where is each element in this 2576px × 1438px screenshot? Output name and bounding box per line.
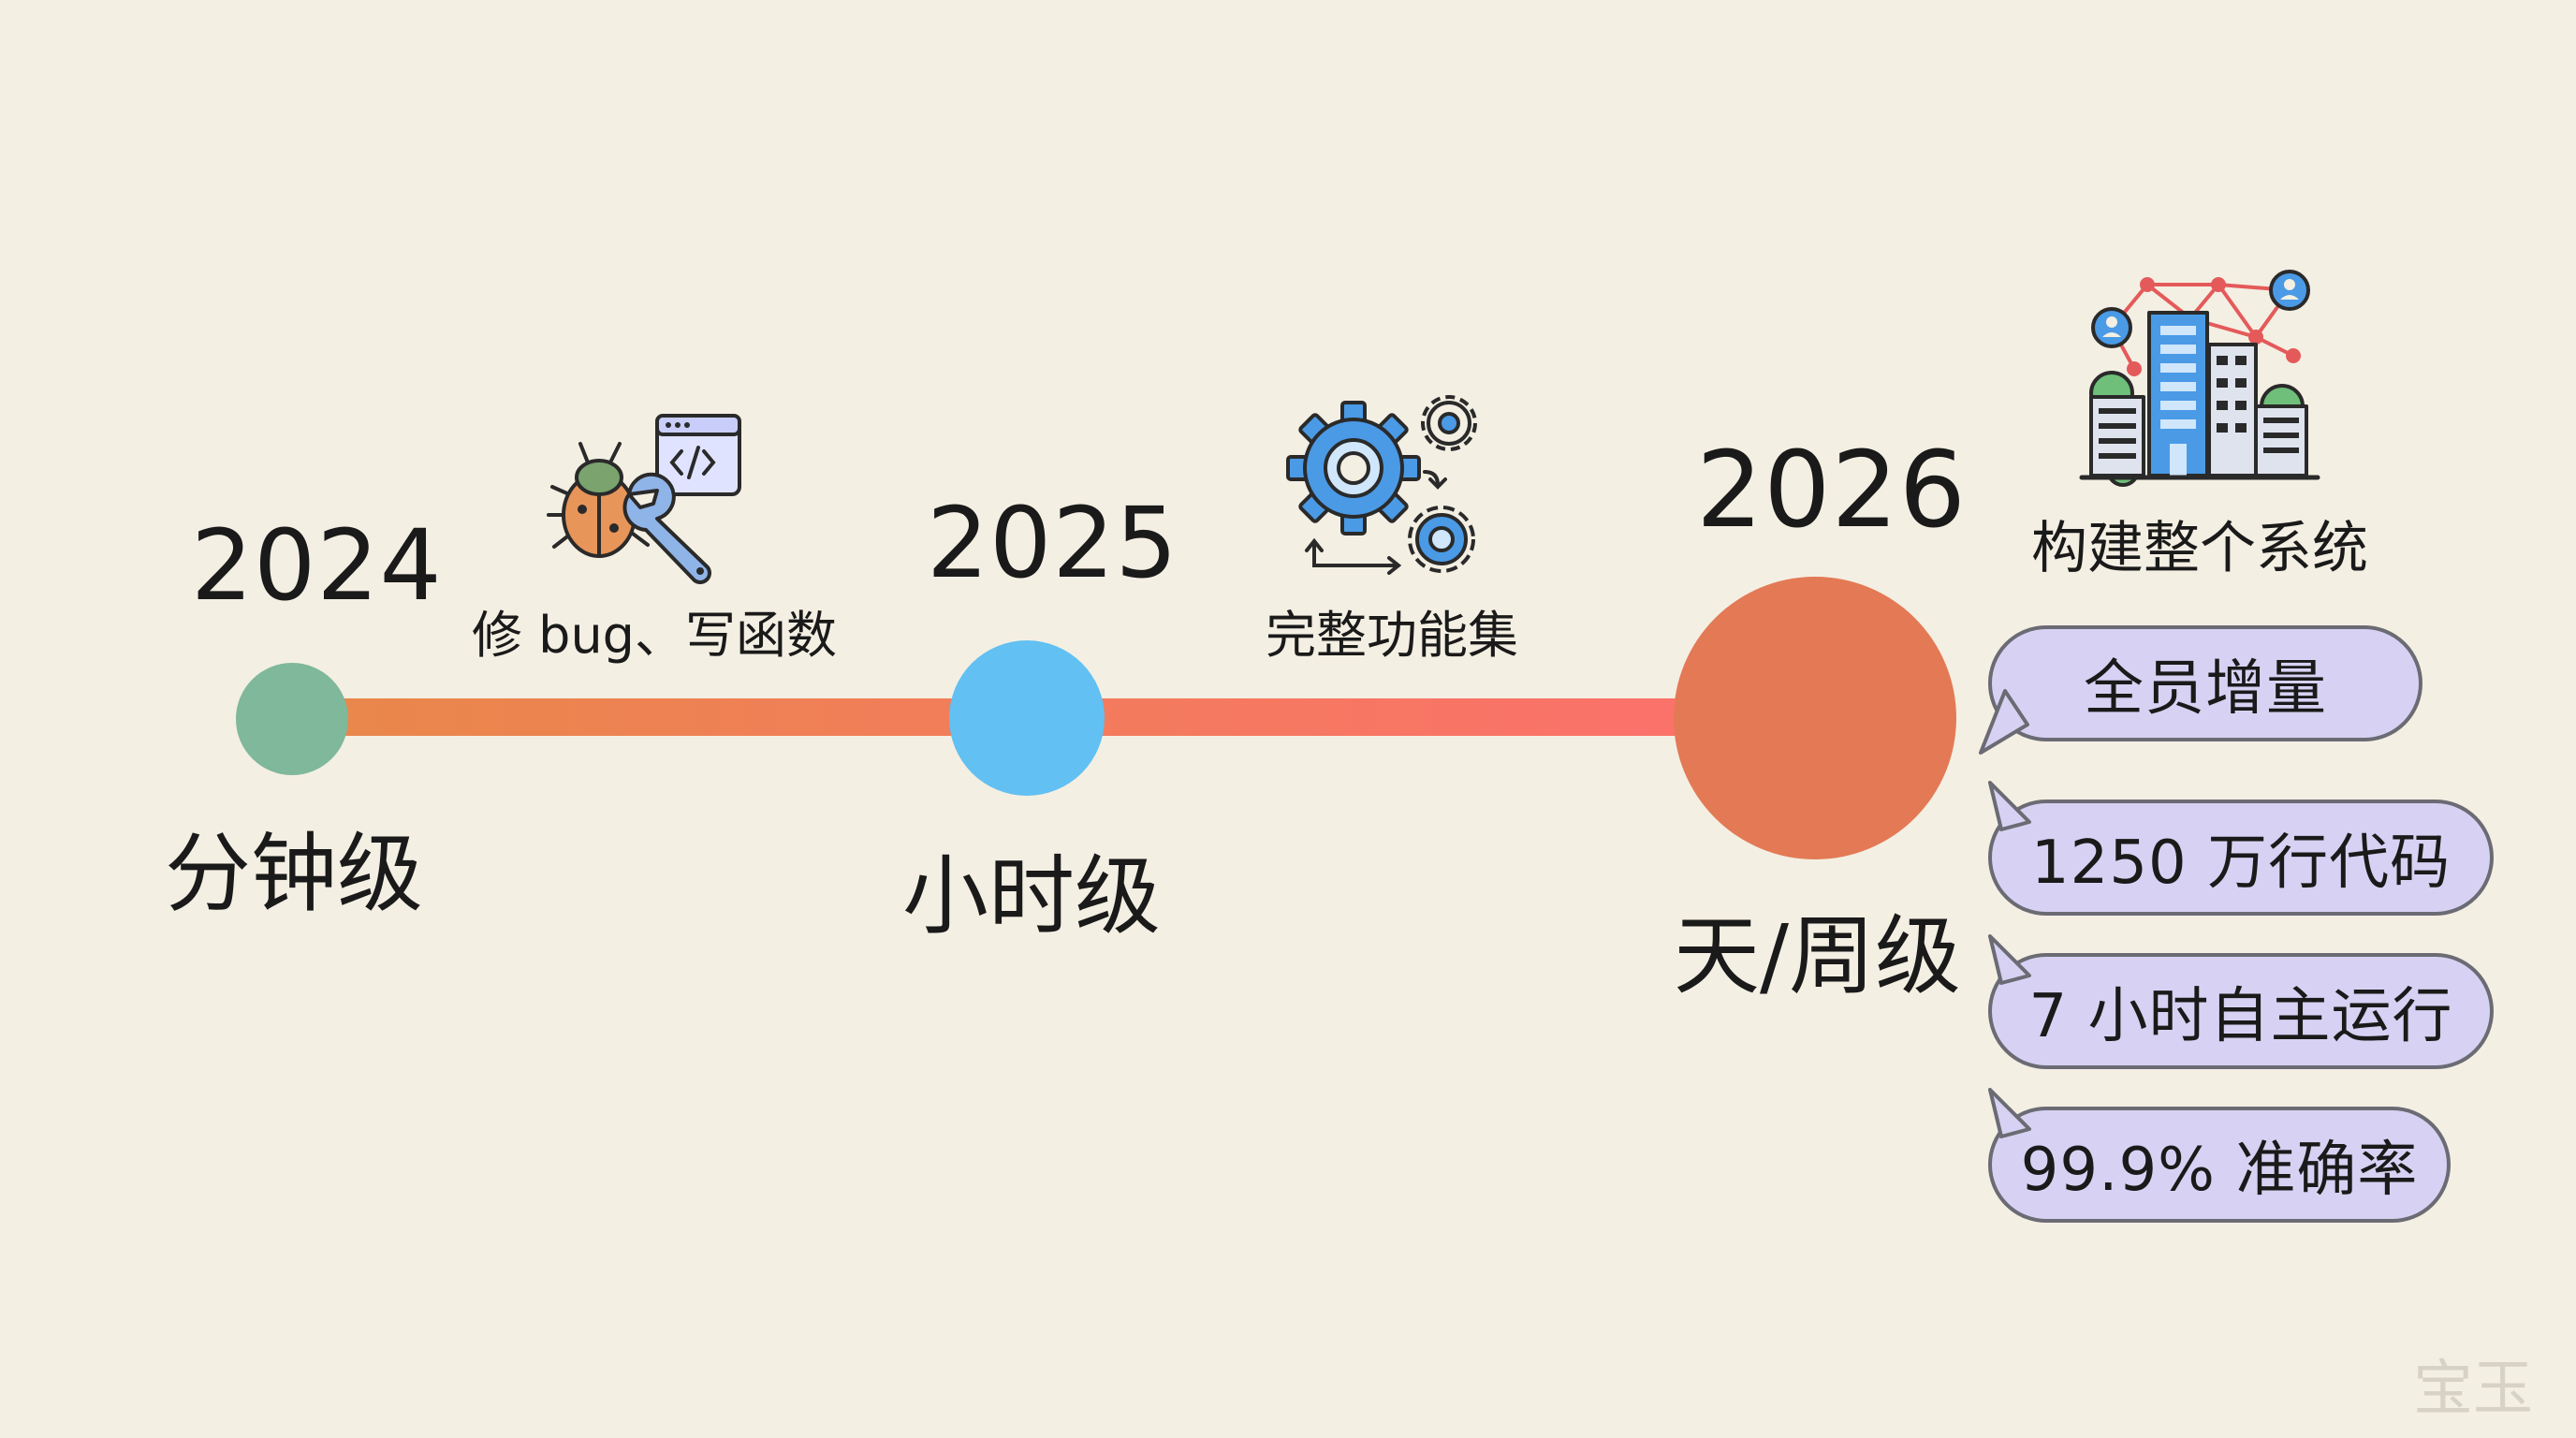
bubble-full-increment: 全员增量 xyxy=(1979,625,2422,755)
bubble-lines-of-code: 1250 万行代码 xyxy=(1988,781,2494,916)
building-network-icon xyxy=(2078,266,2321,491)
milestone-dot-2024 xyxy=(236,663,348,775)
watermark: 宝玉 xyxy=(2413,1355,2533,1424)
caption-feature-set: 完整功能集 xyxy=(1266,606,1518,665)
year-2026: 2026 xyxy=(1696,430,1968,551)
year-2025: 2025 xyxy=(927,486,1178,600)
bubble-text: 全员增量 xyxy=(2084,654,2327,724)
bubble-accuracy: 99.9% 准确率 xyxy=(1988,1088,2451,1223)
bug-wrench-code-icon xyxy=(543,404,749,592)
scale-days-weeks: 天/周级 xyxy=(1674,906,1961,1006)
gears-cycle-icon xyxy=(1284,382,1500,588)
milestone-dot-2025 xyxy=(949,640,1105,796)
scale-minutes: 分钟级 xyxy=(165,824,424,924)
milestone-dot-2026 xyxy=(1674,577,1956,859)
bubble-text: 99.9% 准确率 xyxy=(2020,1136,2419,1205)
caption-bug-fix: 修 bug、写函数 xyxy=(472,606,837,665)
caption-system: 构建整个系统 xyxy=(2031,516,2368,581)
bubble-text: 1250 万行代码 xyxy=(2030,829,2452,898)
scale-hours: 小时级 xyxy=(902,846,1162,946)
year-2024: 2024 xyxy=(191,508,443,623)
bubble-text: 7 小时自主运行 xyxy=(2028,982,2453,1051)
bubble-autonomous-hours: 7 小时自主运行 xyxy=(1988,934,2494,1069)
